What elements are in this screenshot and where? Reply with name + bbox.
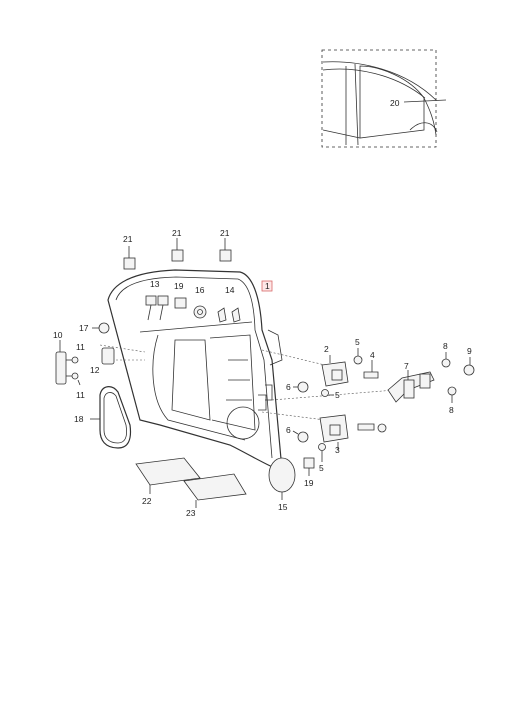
- callout-18: 18: [74, 414, 84, 424]
- door-check-group: 7 8 9 8: [387, 341, 475, 415]
- callout-21-c: 21: [220, 228, 230, 238]
- callout-23: 23: [186, 508, 196, 518]
- callout-8-lower: 8: [449, 405, 454, 415]
- plug-16: 16: [193, 285, 207, 319]
- callout-6-upper: 6: [286, 382, 291, 392]
- clip-14: 14: [217, 285, 241, 323]
- callout-17: 17: [79, 323, 89, 333]
- callout-19-upper: 19: [174, 281, 184, 291]
- pad-23: 23: [183, 473, 247, 518]
- callout-3: 3: [335, 445, 340, 455]
- seal-clips-21: 21 21 21: [123, 228, 232, 270]
- callout-22: 22: [142, 496, 152, 506]
- callout-7: 7: [404, 361, 409, 371]
- callout-13: 13: [150, 279, 160, 289]
- pad-22: 22: [135, 457, 201, 506]
- callout-5-lower: 5: [319, 463, 324, 473]
- striker-assembly: 10 11 11 12: [53, 330, 115, 400]
- callout-21-b: 21: [172, 228, 182, 238]
- callout-1: 1: [265, 281, 270, 291]
- clip-13: 13: [145, 279, 169, 321]
- door-shell: [107, 269, 283, 471]
- lower-hinge-group: 3 6 5 19: [286, 414, 387, 488]
- callout-4: 4: [370, 350, 375, 360]
- callout-10: 10: [53, 330, 63, 340]
- callout-14: 14: [225, 285, 235, 295]
- assembly-lines: [99, 344, 396, 421]
- plug-17: 17: [79, 322, 110, 334]
- callout-19-lower: 19: [304, 478, 314, 488]
- clip-19-upper: 19: [174, 281, 187, 309]
- callout-2: 2: [324, 344, 329, 354]
- callout-20: 20: [390, 98, 400, 108]
- upper-hinge-group: 2 5 4 6 5: [286, 337, 379, 400]
- callout-11-upper: 11: [76, 342, 85, 352]
- seal-18: 18: [74, 386, 132, 449]
- callout-12: 12: [90, 365, 100, 375]
- callout-21-a: 21: [123, 234, 133, 244]
- callout-11-lower: 11: [76, 390, 85, 400]
- callout-16: 16: [195, 285, 205, 295]
- callout-5-upper: 5: [355, 337, 360, 347]
- membrane-15: 15: [268, 457, 296, 512]
- callout-5-mid: 5: [335, 390, 340, 400]
- callout-15: 15: [278, 502, 288, 512]
- door-callout: 1: [261, 280, 273, 292]
- callout-9: 9: [467, 346, 472, 356]
- inset-body-view: 20: [321, 49, 447, 148]
- callout-8-upper: 8: [443, 341, 448, 351]
- callout-6-lower: 6: [286, 425, 291, 435]
